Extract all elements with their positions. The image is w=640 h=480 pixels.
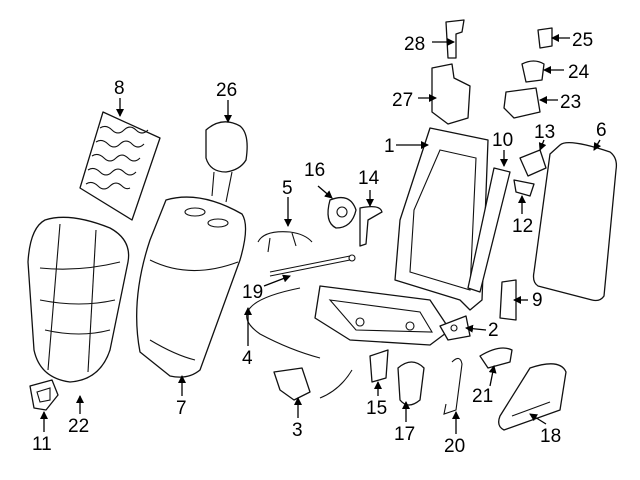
callout-18: 18: [540, 426, 561, 447]
callout-17: 17: [394, 424, 415, 445]
callout-6: 6: [596, 120, 607, 141]
part-14-bracket: [359, 206, 383, 247]
callout-15: 15: [366, 398, 387, 419]
callout-20: 20: [444, 436, 465, 457]
callout-24: 24: [568, 62, 590, 83]
callout-5: 5: [282, 178, 293, 199]
callout-2: 2: [488, 320, 499, 341]
callout-26: 26: [216, 80, 237, 101]
part-15-bracket: [369, 349, 389, 383]
callout-21: 21: [472, 386, 493, 407]
part-3-actuator: [273, 367, 353, 401]
callout-11: 11: [32, 434, 52, 455]
part-23-housing: [503, 87, 541, 119]
part-11-trim-cap: [29, 379, 59, 411]
callout-12: 12: [512, 216, 533, 237]
callout-19: 19: [242, 282, 263, 303]
part-24-knob-base: [521, 60, 545, 83]
part-8-heater-mat: [79, 111, 161, 221]
callout-13: 13: [534, 122, 555, 143]
part-21-handle: [479, 347, 513, 369]
callout-7: 7: [176, 398, 187, 419]
part-18-side-cover: [498, 363, 567, 431]
callout-25: 25: [572, 30, 593, 51]
part-20-lever: [443, 357, 463, 415]
callout-14: 14: [358, 168, 380, 189]
part-12-clip: [513, 179, 535, 197]
part-9-switch-panel: [499, 279, 517, 321]
part-13-clip: [519, 149, 547, 177]
callout-23: 23: [560, 92, 581, 113]
callout-labels: 8 26 5 16 14 1 10 13 6 12 9 2 19 4 7 22 …: [32, 30, 607, 457]
part-10-side-trim: [467, 167, 511, 293]
callout-10: 10: [492, 130, 513, 151]
callout-22: 22: [68, 416, 89, 437]
part-27-release-mechanism: [431, 63, 471, 125]
callout-28: 28: [404, 34, 425, 55]
callout-16: 16: [304, 160, 325, 181]
part-22-cushion-pad: [27, 216, 130, 383]
part-1-seat-frame: [314, 127, 489, 346]
callout-3: 3: [292, 420, 303, 441]
part-25-knob: [537, 27, 553, 49]
leader-lines: [40, 34, 602, 434]
part-5-cable: [257, 231, 313, 253]
part-17-cover: [397, 361, 425, 406]
callout-27: 27: [392, 90, 413, 111]
callout-9: 9: [532, 290, 543, 311]
part-16-cover: [327, 196, 357, 229]
part-2-mechanism: [439, 315, 471, 341]
part-28-release-knob: [445, 19, 465, 59]
part-19-gas-spring: [269, 254, 356, 277]
part-7-backrest-cover: [136, 196, 247, 378]
callout-8: 8: [114, 78, 125, 99]
callout-1: 1: [384, 136, 395, 157]
callout-4: 4: [242, 348, 253, 369]
part-26-headrest: [205, 121, 248, 203]
